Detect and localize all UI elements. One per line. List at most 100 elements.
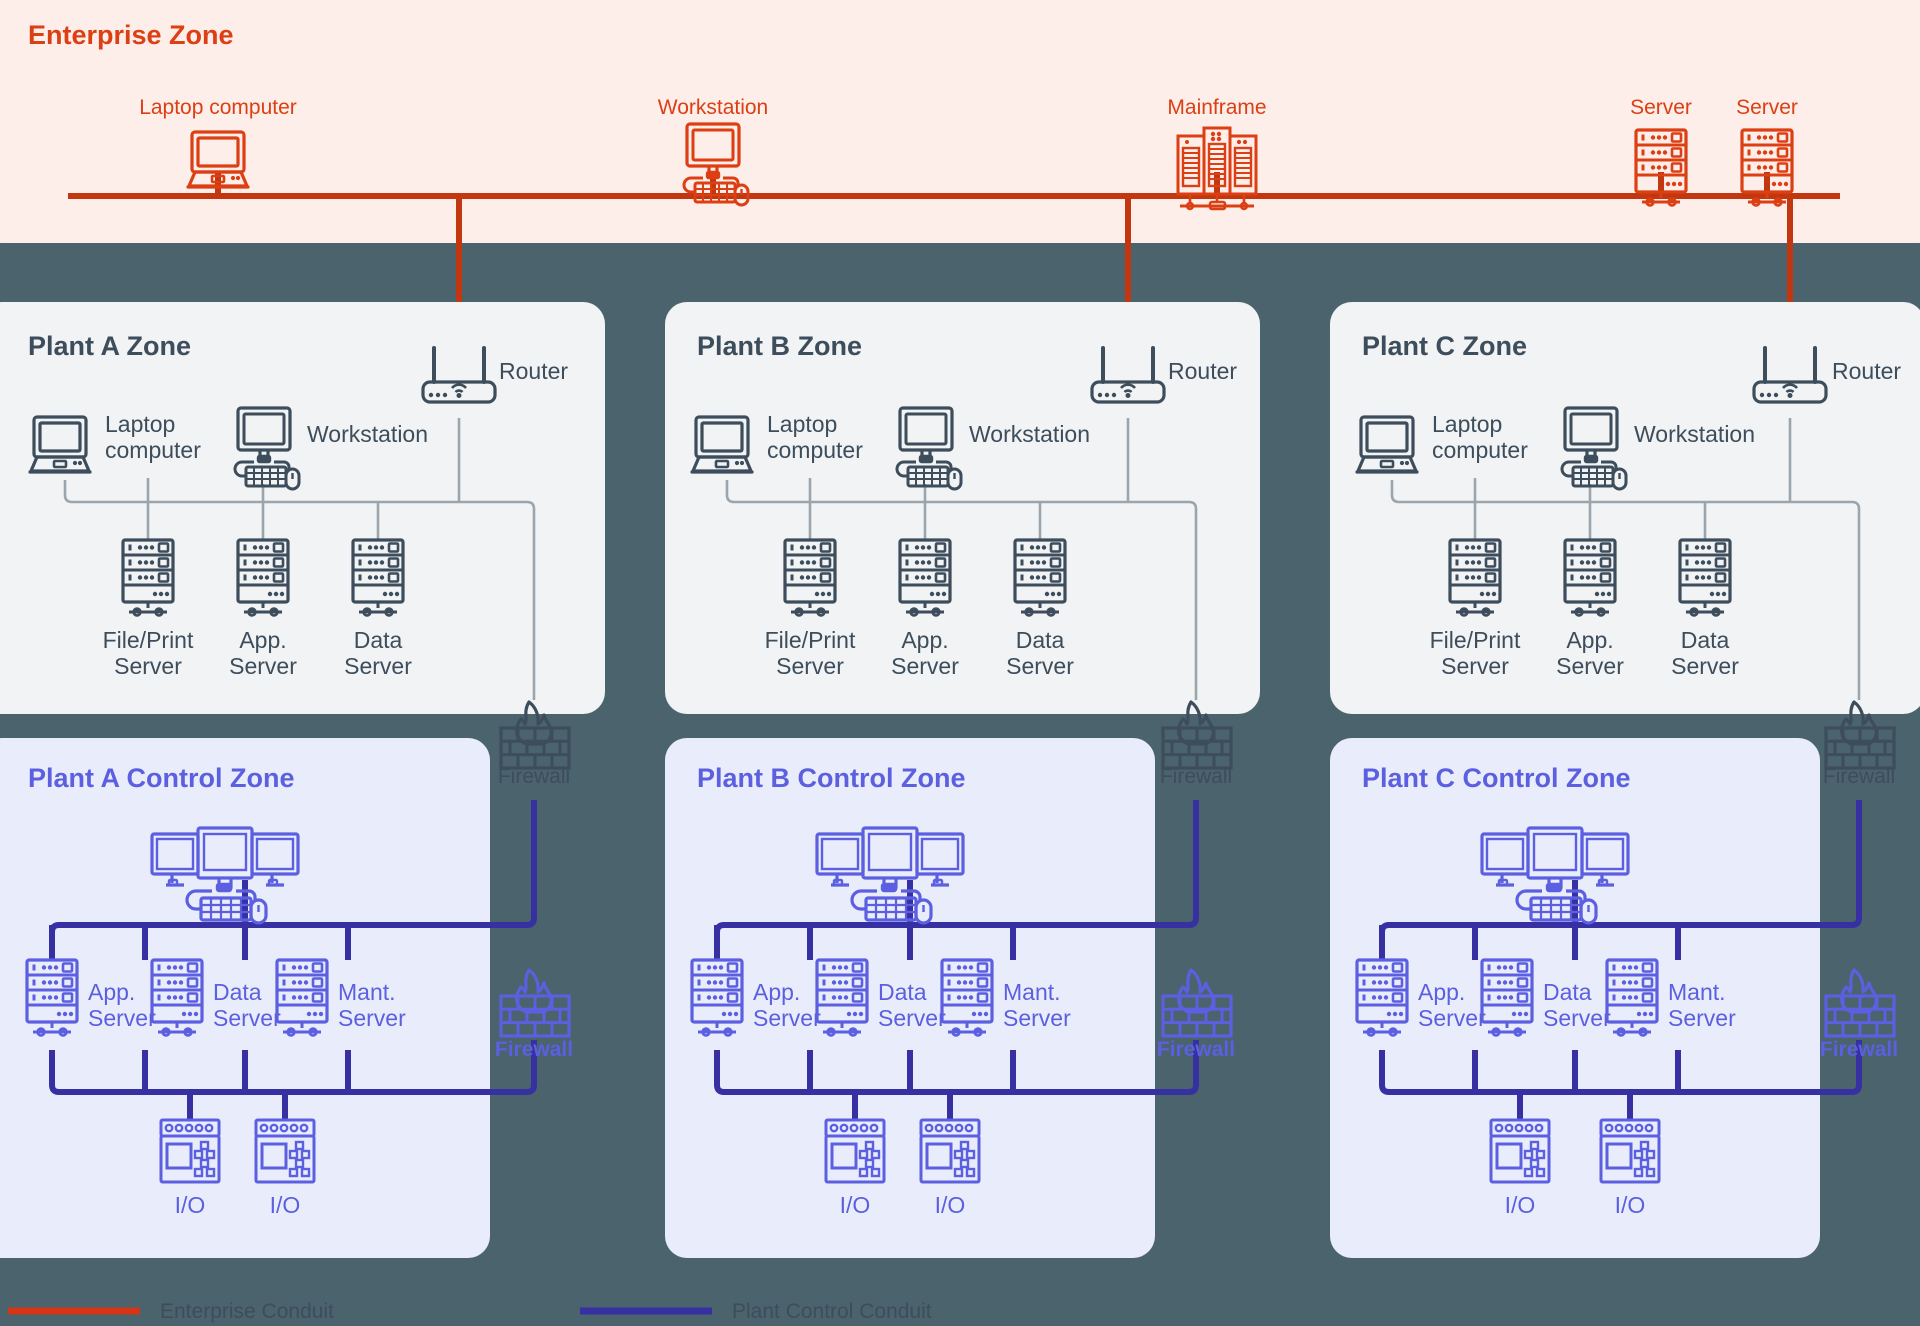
- firewall-icon: [499, 968, 571, 1038]
- plant-a-io-1[interactable]: I/O: [159, 1118, 221, 1218]
- firewall-icon: [1161, 968, 1233, 1038]
- legend: Enterprise Conduit Plant Control Conduit: [8, 1300, 932, 1323]
- plant-c-server-data[interactable]: Data Server: [1671, 538, 1739, 679]
- plant-c-links: [1390, 418, 1861, 700]
- plant-b-laptop-label-line1: Laptop: [767, 411, 837, 437]
- plant-b-router-label: Router: [1168, 358, 1237, 384]
- enterprise-node-server-2[interactable]: Server: [1736, 96, 1798, 207]
- plant-c-control-zone-title: Plant C Control Zone: [1362, 763, 1630, 793]
- plant-a-workstation[interactable]: Workstation: [233, 406, 428, 491]
- plant-a-server-1-label-line2: Server: [229, 653, 297, 679]
- plant-a-control-server-0-line2: Server: [88, 1005, 156, 1031]
- plant-b-zone-title: Plant B Zone: [697, 331, 862, 361]
- plant-a-control-zone-panel: [0, 738, 490, 1258]
- plant-c-server-1-label-line2: Server: [1556, 653, 1624, 679]
- plant-c-control-server-app[interactable]: App. Server: [1355, 958, 1486, 1038]
- plant-b-firewall-upper-label: Firewall: [1160, 765, 1232, 788]
- enterprise-node-laptop[interactable]: Laptop computer: [139, 96, 297, 189]
- plant-c-control-server-mant[interactable]: Mant. Server: [1605, 958, 1736, 1038]
- plant-b-control-server-1-line2: Server: [878, 1005, 946, 1031]
- plant-a-zone: Plant A Zone Router Laptop computer Work…: [0, 302, 605, 714]
- plant-a-firewall-lower[interactable]: Firewall: [495, 968, 573, 1061]
- plant-b-control-server-0-line1: App.: [753, 979, 800, 1005]
- plant-c-zone: Plant C Zone Router Laptop computer Work…: [1330, 302, 1920, 714]
- plant-b-firewall-lower[interactable]: Firewall: [1157, 968, 1235, 1061]
- plant-b-control-zone-title: Plant B Control Zone: [697, 763, 965, 793]
- plant-b-control-server-app[interactable]: App. Server: [690, 958, 821, 1038]
- plant-a-control-server-app[interactable]: App. Server: [25, 958, 156, 1038]
- plant-a-server-file-print[interactable]: File/Print Server: [103, 538, 194, 679]
- plant-a-io-2[interactable]: I/O: [254, 1118, 316, 1218]
- plant-c-firewall-lower[interactable]: Firewall: [1820, 968, 1898, 1061]
- plant-a-firewall-upper-label: Firewall: [498, 765, 570, 788]
- plant-c-workstation[interactable]: Workstation: [1560, 406, 1755, 491]
- plant-b-laptop[interactable]: Laptop computer: [690, 411, 863, 474]
- plant-b-workstation[interactable]: Workstation: [895, 406, 1090, 491]
- plant-a-control-server-data[interactable]: Data Server: [150, 958, 281, 1038]
- plant-c-firewall-upper-label: Firewall: [1823, 765, 1895, 788]
- plant-a-control-server-2-line2: Server: [338, 1005, 406, 1031]
- plant-a-server-0-label-line1: File/Print: [103, 627, 194, 653]
- plant-c-control-zone: Plant C Control Zone App. Server Data: [1355, 763, 1898, 1218]
- enterprise-workstation-label: Workstation: [658, 96, 769, 119]
- plant-a-zone-title: Plant A Zone: [28, 331, 191, 361]
- plant-b-server-data[interactable]: Data Server: [1006, 538, 1074, 679]
- plant-c-server-1-label-line1: App.: [1566, 627, 1613, 653]
- legend-label-enterprise: Enterprise Conduit: [160, 1300, 334, 1323]
- plant-c-control-server-data[interactable]: Data Server: [1480, 958, 1611, 1038]
- plant-c-io-1[interactable]: I/O: [1489, 1118, 1551, 1218]
- plant-b-server-1-label-line1: App.: [901, 627, 948, 653]
- plant-c-router[interactable]: Router: [1752, 346, 1901, 404]
- enterprise-zone-title: Enterprise Zone: [28, 20, 234, 50]
- plant-a-control-server-1-line1: Data: [213, 979, 262, 1005]
- plant-b-control-server-2-line2: Server: [1003, 1005, 1071, 1031]
- enterprise-zone-panel: [0, 0, 1920, 243]
- plant-b-firewall-upper[interactable]: Firewall: [1160, 700, 1233, 788]
- plant-c-io-2[interactable]: I/O: [1599, 1118, 1661, 1218]
- plant-a-router[interactable]: Router: [421, 346, 568, 404]
- enterprise-node-mainframe[interactable]: Mainframe: [1167, 96, 1267, 211]
- plant-c-laptop-label-line1: Laptop: [1432, 411, 1502, 437]
- plant-b-server-app[interactable]: App. Server: [891, 538, 959, 679]
- plant-b-links: [725, 418, 1198, 700]
- legend-item-control-conduit: Plant Control Conduit: [580, 1300, 932, 1323]
- plant-c-control-server-2-line1: Mant.: [1668, 979, 1726, 1005]
- plant-b-control-server-mant[interactable]: Mant. Server: [940, 958, 1071, 1038]
- plant-b-io-1[interactable]: I/O: [824, 1118, 886, 1218]
- plant-c-control-server-1-line2: Server: [1543, 1005, 1611, 1031]
- plant-b-control-server-0-line2: Server: [753, 1005, 821, 1031]
- plant-a-workstation-label: Workstation: [307, 421, 428, 447]
- plant-a-laptop-label-line2: computer: [105, 437, 201, 463]
- plant-a-server-data[interactable]: Data Server: [344, 538, 412, 679]
- plant-c-laptop[interactable]: Laptop computer: [1355, 411, 1528, 474]
- plant-c-server-app[interactable]: App. Server: [1556, 538, 1624, 679]
- plant-b-io-2[interactable]: I/O: [919, 1118, 981, 1218]
- plant-b-control-server-data[interactable]: Data Server: [815, 958, 946, 1038]
- plant-c-router-label: Router: [1832, 358, 1901, 384]
- plant-b-control-conduit: [714, 800, 1199, 1120]
- plant-b-router[interactable]: Router: [1090, 346, 1237, 404]
- plant-a-control-server-mant[interactable]: Mant. Server: [275, 958, 406, 1038]
- plant-c-server-file-print[interactable]: File/Print Server: [1430, 538, 1521, 679]
- plant-c-firewall-upper[interactable]: Firewall: [1823, 700, 1896, 788]
- plant-b-server-file-print[interactable]: File/Print Server: [765, 538, 856, 679]
- plant-a-server-app[interactable]: App. Server: [229, 538, 297, 679]
- plant-c-control-server-2-line2: Server: [1668, 1005, 1736, 1031]
- plant-a-laptop[interactable]: Laptop computer: [28, 411, 201, 474]
- enterprise-server-1-label: Server: [1630, 96, 1692, 119]
- plant-c-control-zone-panel: [1330, 738, 1820, 1258]
- plant-c-io-2-label: I/O: [1615, 1192, 1646, 1218]
- plant-b-control-zone: Plant B Control Zone App. Server Data: [690, 763, 1235, 1218]
- plant-a-server-1-label-line1: App.: [239, 627, 286, 653]
- plant-a-control-server-1-line2: Server: [213, 1005, 281, 1031]
- plant-a-links: [63, 418, 536, 700]
- plant-b-control-server-2-line1: Mant.: [1003, 979, 1061, 1005]
- plant-b-zone: Plant B Zone Router Laptop computer Work…: [665, 302, 1260, 714]
- plant-b-control-server-1-line1: Data: [878, 979, 927, 1005]
- plant-a-firewall-upper[interactable]: Firewall: [498, 700, 571, 788]
- enterprise-node-server-1[interactable]: Server: [1630, 96, 1692, 207]
- enterprise-node-workstation[interactable]: Workstation: [658, 96, 769, 207]
- plant-a-server-2-label-line2: Server: [344, 653, 412, 679]
